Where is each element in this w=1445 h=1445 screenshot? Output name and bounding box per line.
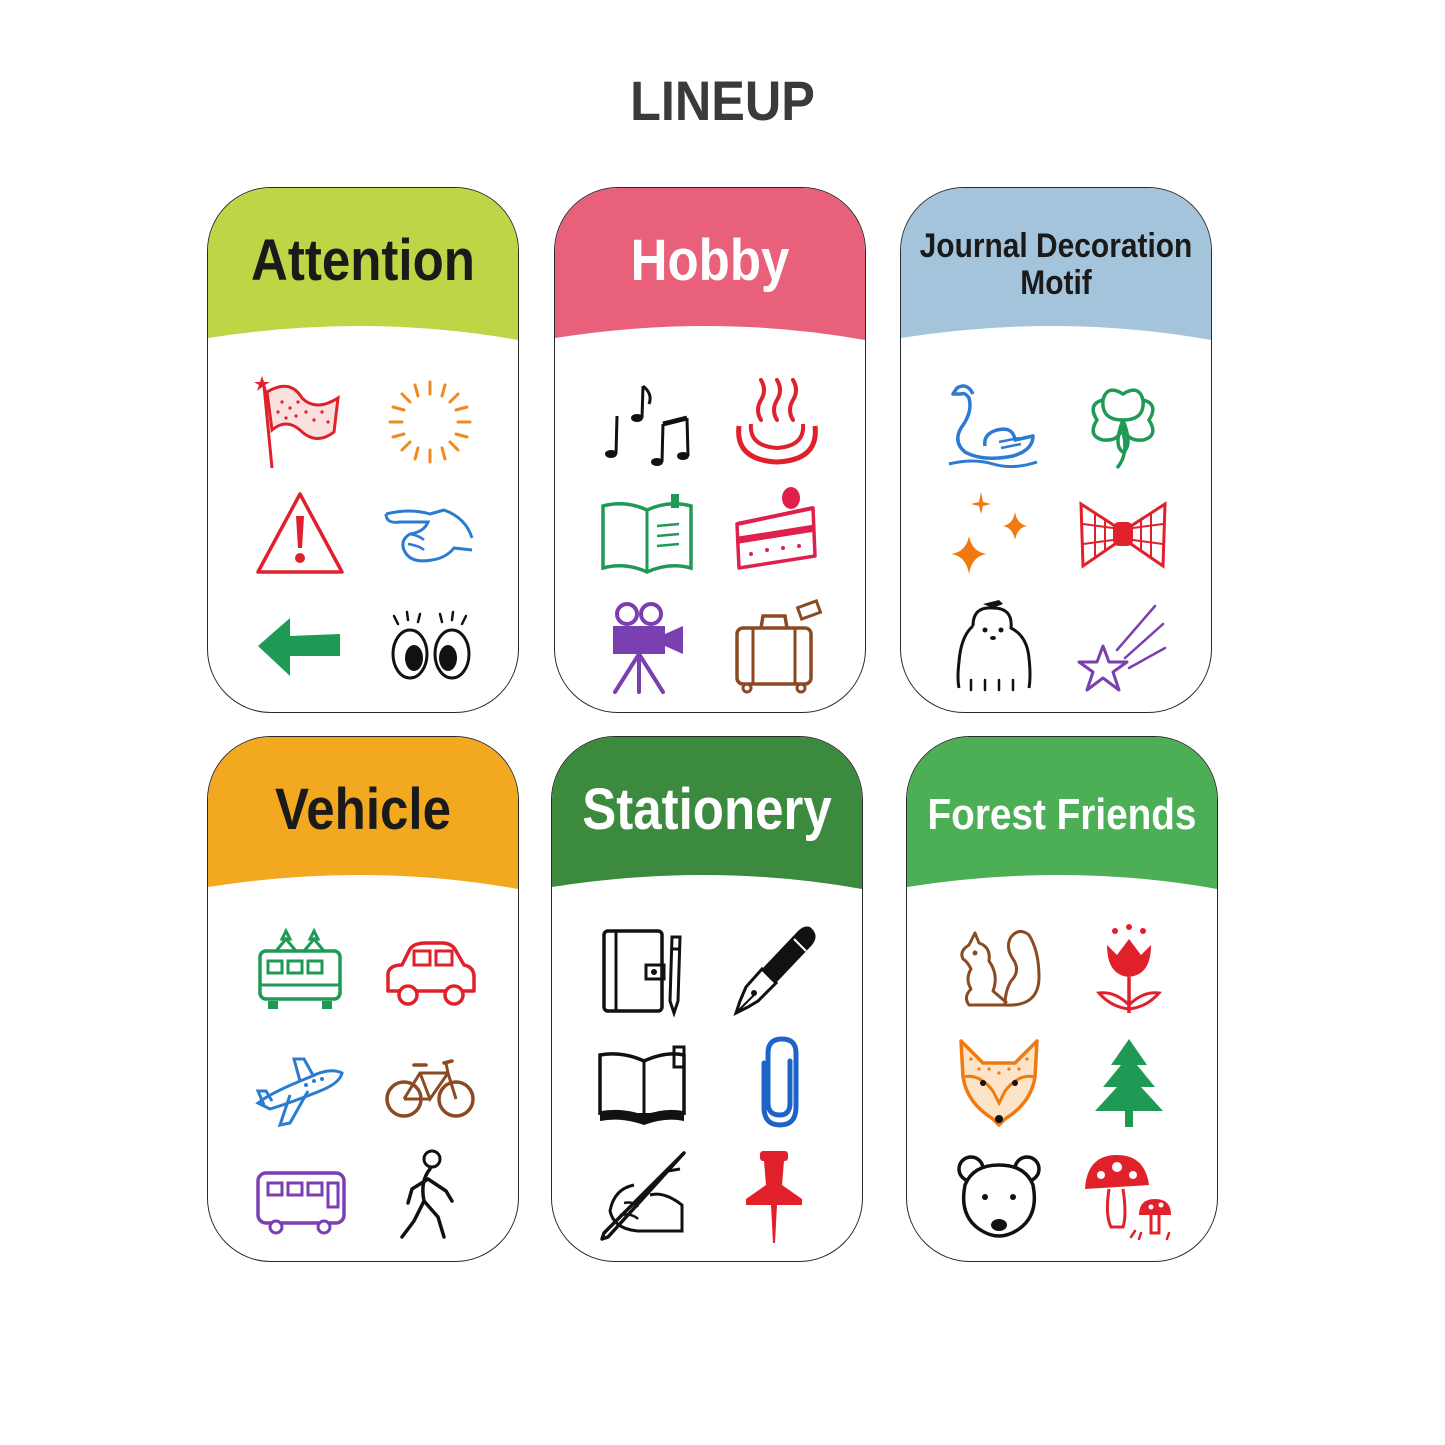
card-title: Forest Friends <box>927 790 1197 839</box>
page-title: LINEUP <box>630 69 815 132</box>
warning-icon <box>250 484 350 584</box>
clover-icon <box>1073 372 1173 472</box>
pine-tree-icon <box>1079 1033 1179 1133</box>
arrow-left-icon <box>250 596 350 696</box>
card-journal: Journal Decoration Motif <box>900 187 1212 713</box>
bear-icon <box>949 1145 1049 1245</box>
card-attention: Attention <box>207 187 519 713</box>
card-title: Hobby <box>630 228 790 293</box>
bus-icon <box>250 1145 350 1245</box>
car-icon <box>380 921 480 1021</box>
card-forest: Forest Friends <box>906 736 1218 1262</box>
dog-icon <box>943 596 1043 696</box>
card-title: Vehicle <box>275 777 451 842</box>
pointing-hand-icon <box>380 484 480 584</box>
icon-grid <box>907 907 1217 1247</box>
card-stationery: Stationery <box>551 736 863 1262</box>
card-header: Vehicle <box>208 737 518 917</box>
card-hobby: Hobby <box>554 187 866 713</box>
bicycle-icon <box>380 1033 480 1133</box>
paper-clip-icon <box>724 1033 824 1133</box>
icon-grid <box>552 907 862 1247</box>
push-pin-icon <box>724 1145 824 1245</box>
open-book-icon <box>597 484 697 584</box>
swan-icon <box>943 372 1043 472</box>
music-notes-icon <box>597 372 697 472</box>
hot-spring-icon <box>727 372 827 472</box>
planner-icon <box>594 921 694 1021</box>
card-header: Hobby <box>555 188 865 368</box>
card-header: Stationery <box>552 737 862 917</box>
shooting-star-icon <box>1073 596 1173 696</box>
sunburst-icon <box>380 372 480 472</box>
bow-icon <box>1073 484 1173 584</box>
airplane-icon <box>250 1033 350 1133</box>
card-title: Attention <box>251 228 475 293</box>
writing-hand-icon <box>594 1145 694 1245</box>
movie-camera-icon <box>597 596 697 696</box>
card-title: Stationery <box>582 777 832 842</box>
suitcase-icon <box>727 596 827 696</box>
icon-grid <box>555 358 865 698</box>
cake-slice-icon <box>727 484 827 584</box>
train-icon <box>250 921 350 1021</box>
squirrel-icon <box>949 921 1049 1021</box>
icon-grid <box>208 907 518 1247</box>
fountain-pen-icon <box>724 921 824 1021</box>
card-vehicle: Vehicle <box>207 736 519 1262</box>
card-header: Forest Friends <box>907 737 1217 917</box>
fox-icon <box>949 1033 1049 1133</box>
eyes-icon <box>380 596 480 696</box>
icon-grid <box>901 358 1211 698</box>
mushroom-icon <box>1079 1145 1179 1245</box>
notebook-icon <box>594 1033 694 1133</box>
sparkles-icon <box>943 484 1043 584</box>
flag-icon <box>250 372 350 472</box>
card-title: Journal Decoration Motif <box>919 227 1193 302</box>
icon-grid <box>208 358 518 698</box>
tulip-icon <box>1079 921 1179 1021</box>
walking-person-icon <box>380 1145 480 1245</box>
card-header: Attention <box>208 188 518 368</box>
card-header: Journal Decoration Motif <box>901 188 1211 368</box>
